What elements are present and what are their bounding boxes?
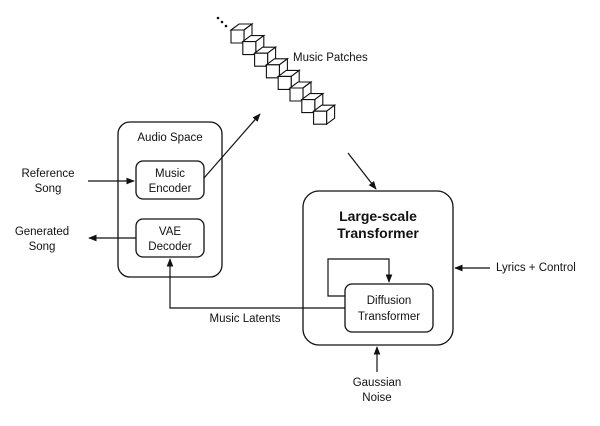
generated-song-label-line1: Generated xyxy=(15,226,69,238)
music-patches-label: Music Patches xyxy=(293,52,368,64)
vae-decoder-label-line2: Decoder xyxy=(148,241,192,253)
audio-space-label: Audio Space xyxy=(137,132,202,144)
music-patch-cube xyxy=(229,22,254,45)
music-encoder-label-line1: Music xyxy=(155,168,185,180)
gaussian-noise-label-line2: Noise xyxy=(362,392,391,404)
gaussian-noise-label-line1: Gaussian xyxy=(353,377,402,389)
generated-song-label-line2: Song xyxy=(29,241,56,253)
ellipsis-dots xyxy=(216,16,228,28)
reference-song-label-line2: Song xyxy=(35,183,62,195)
transformer-title-line2: Transformer xyxy=(337,225,419,241)
latents-to-decoder-arrow xyxy=(166,258,345,309)
patches-to-transformer-arrow xyxy=(347,152,377,190)
diffusion-self-loop-arrow xyxy=(327,258,393,297)
transformer-title-line1: Large-scale xyxy=(339,208,417,224)
music-encoder-box xyxy=(135,160,205,200)
music-patches-stack xyxy=(229,22,337,126)
music-latents-label: Music Latents xyxy=(210,313,281,325)
vae-decoder-label-line1: VAE xyxy=(159,226,181,238)
lyrics-control-label: Lyrics + Control xyxy=(496,262,576,274)
diffusion-transformer-label-line2: Transformer xyxy=(358,311,420,323)
music-encoder-label-line2: Encoder xyxy=(149,183,192,195)
music-patch-cube xyxy=(311,104,337,126)
reference-song-label-line1: Reference xyxy=(21,168,74,180)
music-patch-cube xyxy=(241,34,266,56)
encoder-to-patches-arrow xyxy=(203,113,261,179)
diffusion-transformer-box xyxy=(344,283,434,333)
diffusion-transformer-label-line1: Diffusion xyxy=(367,295,412,307)
